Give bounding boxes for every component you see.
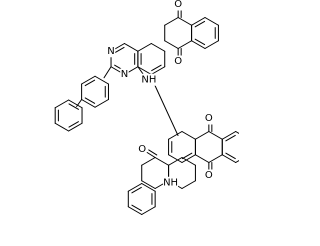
- biphenyl-inner-ring-bond: [81, 75, 96, 85]
- pyrimidine-n1-label: N: [107, 46, 114, 57]
- biphenyl-inner-ring-double: [84, 97, 96, 104]
- upper-naphtho-ring-bond: [137, 43, 152, 52]
- pyrimidine-phenyl-bond: [103, 66, 112, 79]
- upper-top-oxygen-label: O: [174, 0, 182, 10]
- upper-naphtho-ring-bond: [137, 66, 152, 75]
- nh-lower-ring-bond: [151, 78, 179, 136]
- lower-benzo-ring-double: [225, 134, 236, 142]
- upper-naphtho-ring-bond: [150, 43, 166, 52]
- lower-substituted-ring-bond: [181, 131, 196, 140]
- biphenyl-inner-ring-bond: [81, 99, 96, 108]
- acridone-middle-ring-bond: [141, 157, 156, 166]
- biphenyl-inner-ring-bond: [94, 99, 109, 108]
- lower-benzo-ring-bond: [221, 154, 237, 163]
- lower-substituted-ring-bond: [168, 131, 183, 140]
- acridone-middle-ring-bond: [141, 180, 156, 189]
- biphenyl-outer-ring-bond: [68, 99, 83, 109]
- biphenyl-inner-ring-bond: [94, 75, 109, 85]
- lower-substituted-ring-bond: [168, 154, 183, 163]
- upper-quinone-ring-bond: [164, 17, 179, 26]
- lower-substituted-ring-double: [181, 152, 193, 160]
- pyrimidine-ring-double: [114, 46, 125, 54]
- upper-benzo-ring-bond: [204, 17, 219, 26]
- acridone-benzo-ring-double: [131, 186, 142, 194]
- upper-naphtho-ring-bond: [150, 66, 166, 75]
- pyrimidine-nh-bond: [137, 66, 144, 75]
- lower-quinone-ring-bond: [194, 154, 210, 163]
- lower-benzo-ring-bond: [235, 131, 239, 134]
- upper-benzo-ring-double: [194, 20, 206, 28]
- acridone-oxygen-label: O: [138, 144, 146, 155]
- acridone-benzo-ring-bond: [127, 183, 143, 192]
- upper-benzo-ring-double: [194, 38, 206, 46]
- upper-benzo-ring-bond: [191, 17, 206, 26]
- upper-benzo-ring-bond: [204, 40, 219, 49]
- pyrimidine-n1-label-background: [106, 45, 116, 58]
- acridone-nh-label-background: [163, 176, 179, 189]
- upper-bottom-oxygen-label-background: [173, 55, 183, 68]
- acridone-benzo-ring-bond: [141, 206, 156, 215]
- biphenyl-outer-ring-bond: [68, 122, 83, 132]
- biphenyl-outer-ring-bond: [54, 122, 70, 132]
- pyrimidine-n3-label-background: [120, 68, 129, 81]
- lower-top-oxygen-label: O: [205, 113, 213, 124]
- biphenyl-inner-ring-double: [84, 79, 96, 87]
- amine-linker-label: NH: [141, 74, 156, 85]
- biphenyl-outer-ring-bond: [54, 99, 70, 109]
- lower-acridone-core-bond: [168, 157, 183, 166]
- atom-label-layer: O O N N NH O O O NH: [106, 0, 214, 189]
- pyrimidine-n3-label: N: [121, 69, 128, 80]
- amine-linker-label-background: [141, 73, 157, 86]
- pyrimidine-ring-bond: [123, 43, 139, 52]
- biphenyl-outer-ring-double: [68, 121, 79, 128]
- acridone-middle-ring-bond: [154, 157, 170, 166]
- biphenyl-outer-ring-double: [68, 103, 79, 110]
- lower-substituted-ring-bond: [181, 154, 196, 163]
- acridone-benzo-ring-bond: [141, 183, 156, 192]
- lower-bottom-oxygen-label: O: [205, 170, 213, 181]
- lower-top-oxygen-label-background: [204, 112, 214, 125]
- lower-acridone-core-bond: [181, 180, 196, 189]
- acridone-nh-label: NH: [163, 177, 178, 188]
- upper-quinone-ring-bond: [177, 17, 193, 26]
- acridone-carbonyl-double: [148, 149, 158, 156]
- acridone-carbonyl-bond: [146, 152, 156, 158]
- lower-bottom-oxygen-label-background: [204, 169, 214, 182]
- lower-benzo-ring-bond: [221, 131, 237, 140]
- lower-acridone-core-bond: [181, 157, 196, 166]
- lower-quinone-ring-bond: [208, 154, 223, 163]
- chemical-structure: O O N N NH O O O NH: [54, 0, 239, 215]
- upper-quinone-ring-bond: [177, 40, 193, 49]
- upper-naphtho-ring-double: [151, 64, 162, 72]
- lower-benzo-ring-bond: [235, 160, 239, 163]
- lower-quinone-ring-bond: [208, 131, 223, 140]
- upper-benzo-ring-bond: [191, 40, 206, 49]
- lower-benzo-ring-double: [225, 152, 236, 160]
- upper-top-oxygen-label-background: [173, 0, 183, 11]
- upper-bottom-oxygen-label: O: [174, 56, 182, 67]
- acridone-benzo-ring-double: [131, 204, 142, 212]
- lower-quinone-ring-bond: [194, 131, 210, 140]
- acridone-benzo-ring-bond: [127, 206, 143, 215]
- acridone-oxygen-label-background: [137, 143, 147, 156]
- bond-layer: [54, 8, 239, 215]
- upper-quinone-ring-bond: [164, 40, 179, 49]
